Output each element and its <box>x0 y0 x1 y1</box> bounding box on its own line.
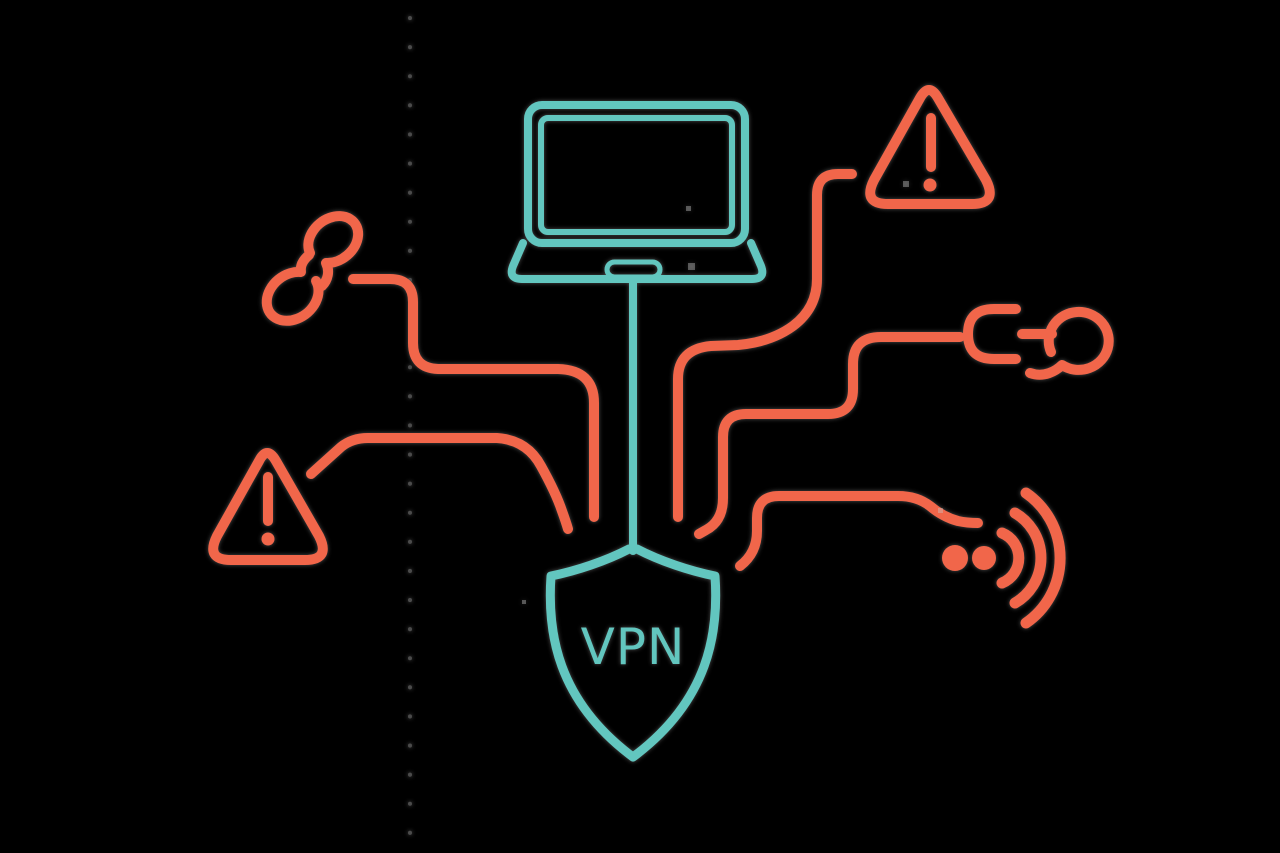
warning-triangle-top-right-icon <box>865 85 995 209</box>
vpn-shield-icon: VPN <box>545 544 721 762</box>
vpn-label: VPN <box>581 618 686 676</box>
exclamation-dot <box>923 178 937 192</box>
noise-speck <box>688 263 695 270</box>
link-right-ring <box>1025 306 1114 380</box>
laptop-screen-outer <box>524 101 749 247</box>
signal-arc-small <box>996 527 1025 589</box>
noise-speck <box>903 181 909 187</box>
warning-triangle-bottom-left-icon <box>208 448 328 565</box>
laptop-touchpad <box>604 259 663 280</box>
signal-dot <box>942 545 968 571</box>
laptop-screen-inner <box>538 115 735 235</box>
link-open-left-part <box>963 304 1021 364</box>
triangle-outline <box>208 448 328 565</box>
connector-warning-top-right <box>673 169 857 522</box>
broken-link-left-icon <box>261 211 364 326</box>
signal-arc-medium <box>1009 507 1047 609</box>
connector-wifi <box>735 491 983 571</box>
noise-speck <box>938 508 943 513</box>
link-lower-loop <box>261 250 324 326</box>
shield-outline <box>545 544 721 762</box>
exclamation-dot <box>261 532 275 546</box>
signal-arc-large <box>1020 487 1066 629</box>
noise-speck <box>686 206 691 211</box>
wifi-signal-icon <box>942 487 1066 629</box>
link-upper-loop <box>303 211 364 291</box>
broken-link-right-icon <box>963 304 1114 380</box>
laptop-icon <box>507 101 767 283</box>
connector-broken-link-right <box>694 332 965 539</box>
connector-broken-link-left <box>348 274 599 522</box>
signal-dot <box>972 546 996 570</box>
noise-speck <box>522 600 526 604</box>
triangle-outline <box>865 85 995 209</box>
connector-warning-bottom-left <box>306 433 573 534</box>
noise-specks <box>522 181 943 604</box>
threat-connectors <box>306 169 983 571</box>
